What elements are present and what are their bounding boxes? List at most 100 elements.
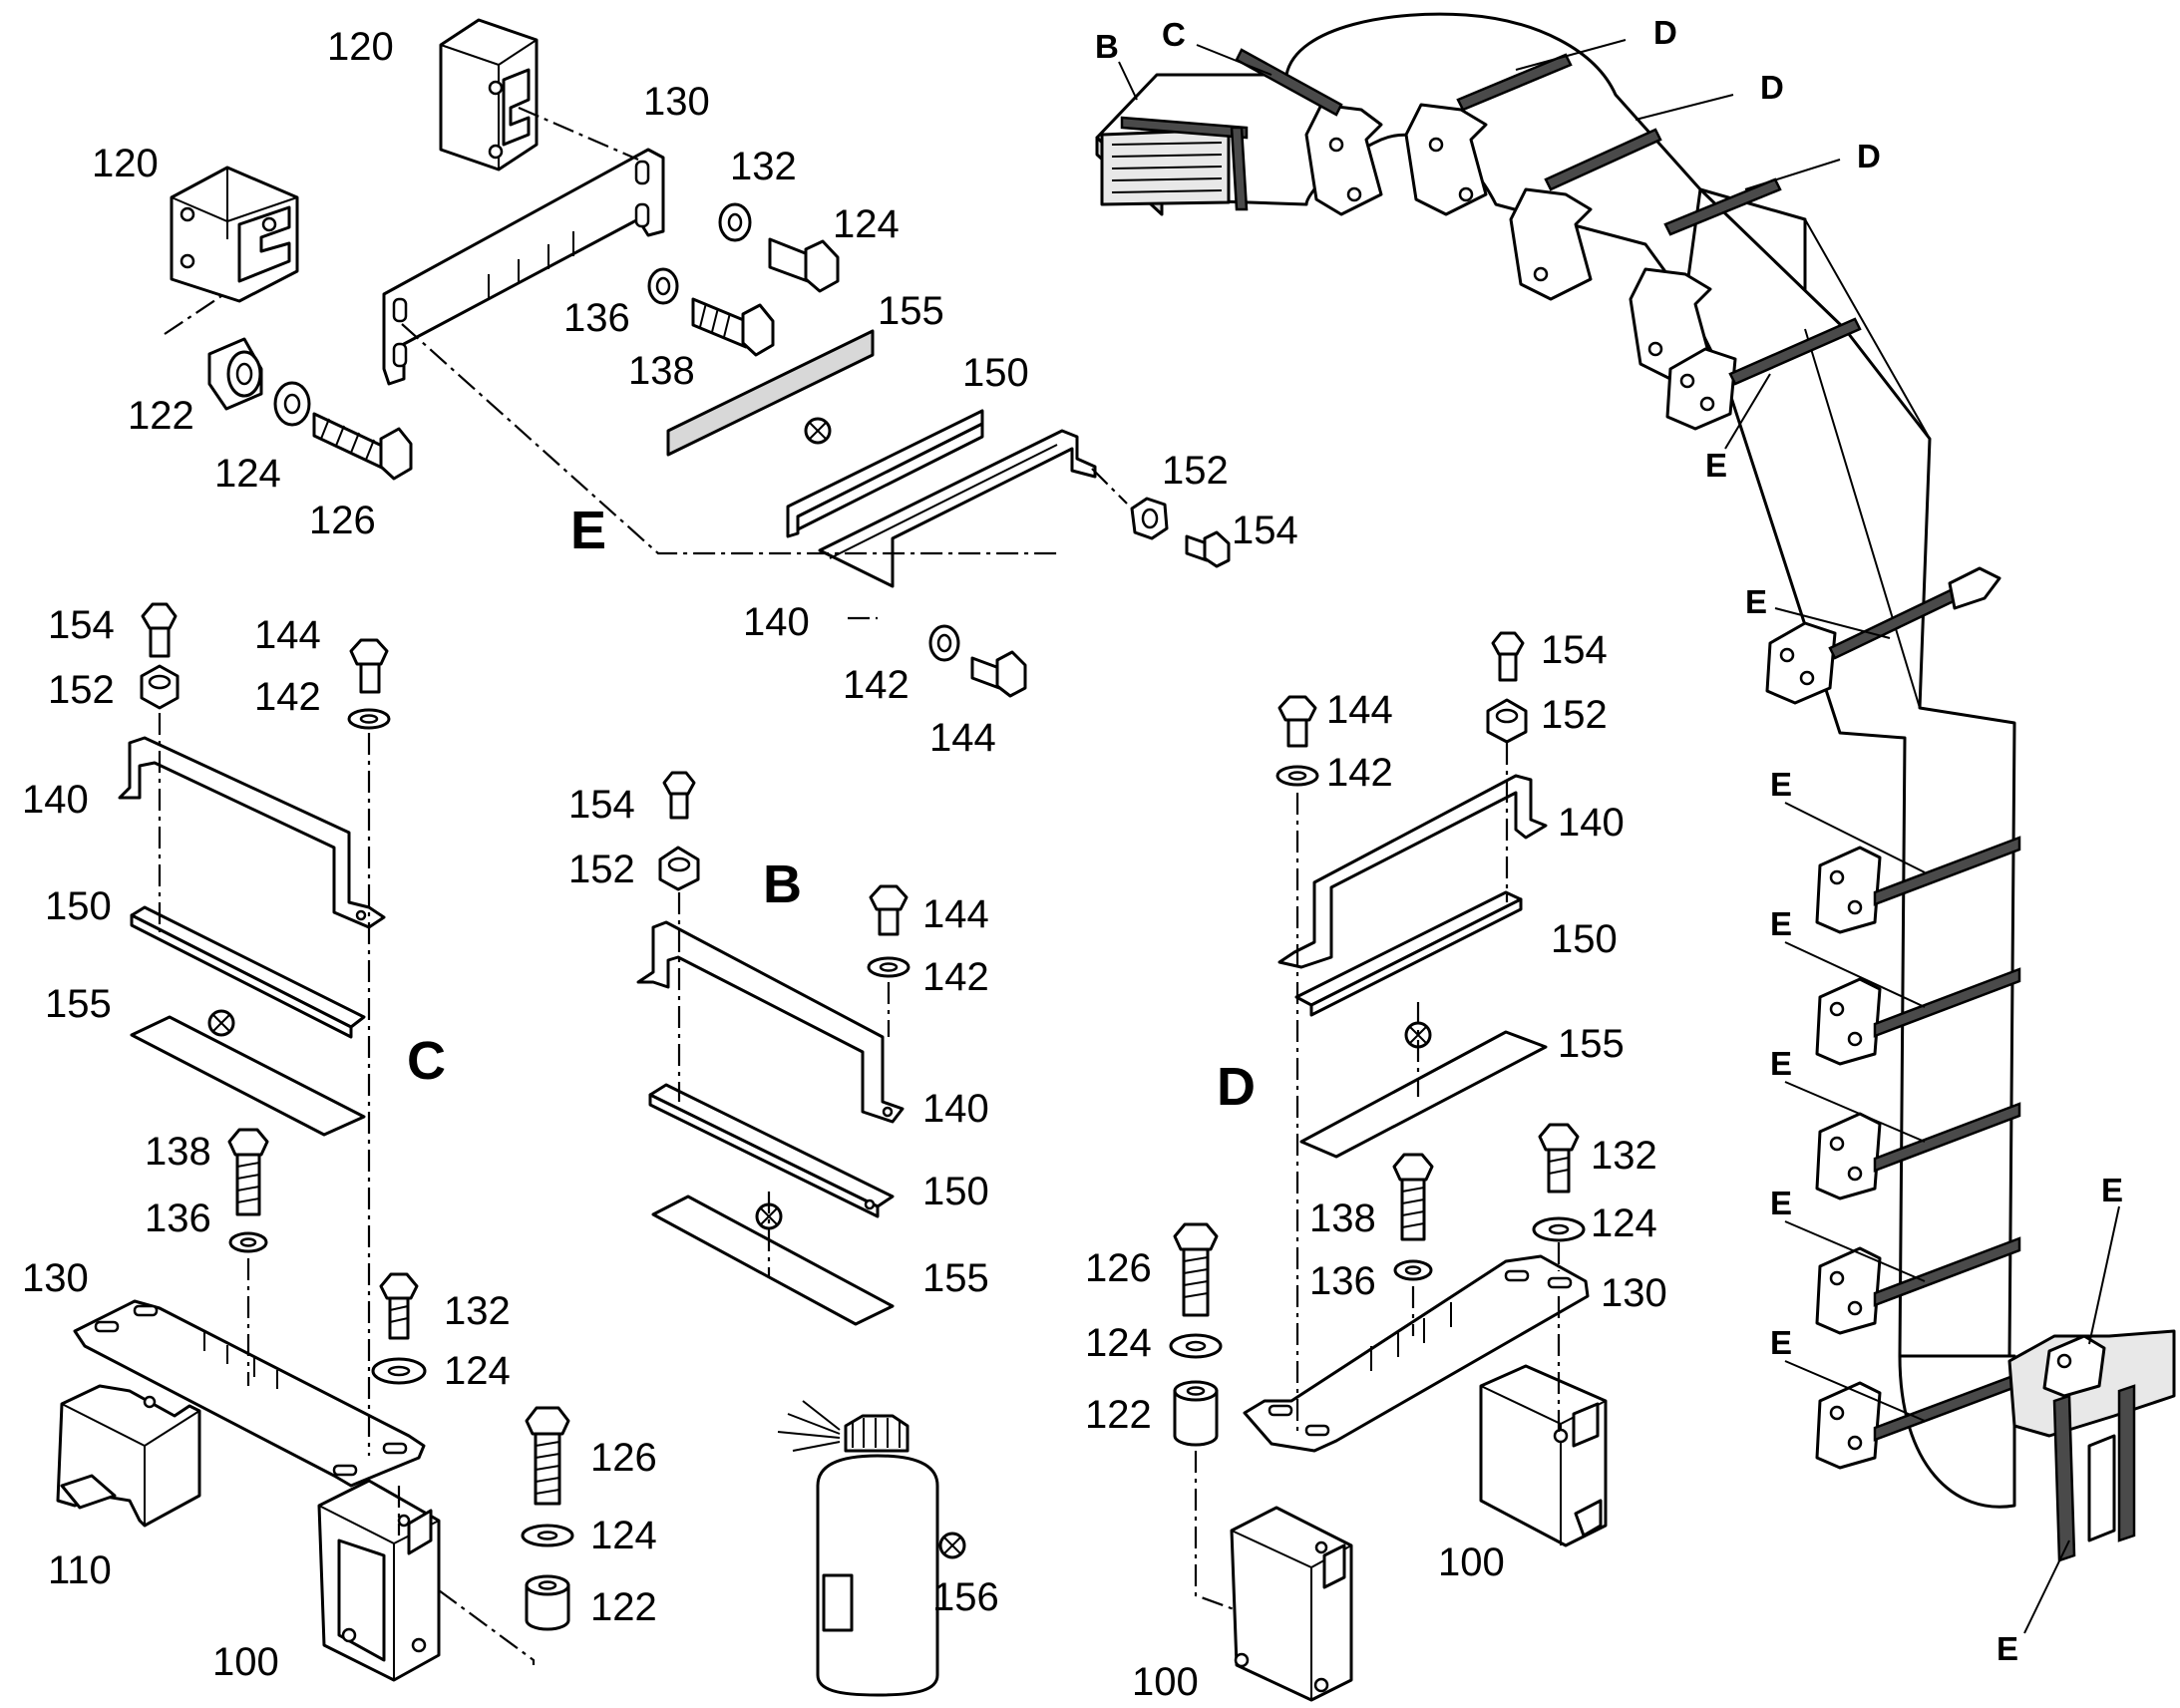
callout-126-s: 126 [590,1436,657,1480]
clamp-e-mid [1765,566,2001,705]
callout-154-a: 154 [1232,509,1298,552]
bolt-138-d [1392,1153,1434,1241]
bolt-154-b [662,771,696,820]
callout-136-c: 136 [145,1196,211,1240]
washer-136-d [1393,1259,1433,1281]
callout-124-s: 124 [590,1514,657,1557]
callout-155-b: 155 [922,1256,989,1300]
callout-136-d: 136 [1309,1259,1376,1303]
callout-124-c: 124 [444,1349,511,1393]
pad-155-b [651,1195,895,1326]
nut-152-d [1486,698,1528,744]
callout-130-c: 130 [22,1256,89,1300]
section-letter-d: D [1217,1057,1256,1117]
callout-142-a: 142 [843,663,909,707]
callout-138-a: 138 [628,349,695,393]
channel-150-upper [786,409,984,538]
callout-110-c: 110 [48,1548,112,1592]
callout-150-a: 150 [962,351,1029,395]
tag-c: C [1162,16,1186,53]
section-d-group [1169,631,1608,1702]
callout-144-c: 144 [254,613,321,657]
bolt-124-upper-right [768,237,840,293]
callout-124-d2: 124 [1085,1321,1152,1365]
callout-122-d: 122 [1085,1393,1152,1437]
callout-150-d: 150 [1551,917,1618,961]
section-letter-e: E [570,501,606,560]
strap-d-top [1456,53,1782,236]
callout-100-c: 100 [212,1640,279,1684]
callout-155-c: 155 [45,982,112,1026]
spacer-122-upper [207,337,263,411]
callout-152-d: 152 [1541,693,1608,737]
callout-120-a: 120 [327,25,394,69]
washer-124-lower [521,1524,574,1547]
callout-120-b: 120 [92,142,159,185]
clamp-e-upper [1665,317,1862,431]
callout-144-b: 144 [922,892,989,936]
callout-136-a: 136 [563,296,630,340]
sealant-symbol-156 [938,1532,966,1559]
pad-155-upper [666,329,875,457]
tag-d-2: D [1760,69,1784,106]
callout-142-c: 142 [254,675,321,719]
sealant-symbol-c [207,1009,235,1037]
tag-e-5: E [1770,1045,1792,1082]
washer-124-d [1532,1216,1586,1242]
tag-d-3: D [1857,138,1881,174]
bolt-132-d [1538,1123,1580,1194]
nut-152-b [658,846,700,891]
washer-124-d2 [1169,1333,1223,1359]
section-c-group [56,602,536,1682]
tag-e-4: E [1770,905,1792,942]
callout-150-b: 150 [922,1170,989,1213]
tag-e-3: E [1770,766,1792,803]
callout-124-b: 124 [214,452,281,496]
duct-assembly [1095,12,2176,1562]
channel-150-d [1294,890,1523,1017]
callout-152-c: 152 [48,668,115,712]
bolt-144-d [1277,695,1317,748]
washer-142-d [1275,765,1319,787]
tag-e-1: E [1705,447,1727,484]
assembly-tags: B C D D D E E E E E E E E E [1095,14,2123,1667]
callout-130-d: 130 [1601,1271,1667,1315]
bracket-100-c [317,1479,441,1682]
callout-138-c: 138 [145,1130,211,1174]
bracket-120-upper [439,18,539,171]
callout-154-c: 154 [48,603,115,647]
section-letter-c: C [407,1031,446,1091]
callout-100-d-right: 100 [1438,1540,1505,1584]
callout-142-b: 142 [922,955,989,999]
callout-labels: 120 130 120 132 124 136 155 138 150 122 … [22,25,1667,1704]
tag-e-9: E [1997,1630,2018,1667]
callout-154-b: 154 [568,783,635,827]
channel-150-c [130,905,366,1039]
callout-100-d-lower: 100 [1132,1660,1199,1704]
callout-152-a: 152 [1162,449,1229,493]
bracket-110-c [56,1384,201,1528]
washer-142-upper [928,624,960,662]
washer-136-upper [647,267,679,305]
callout-132-a: 132 [730,145,797,188]
tag-e-7: E [1770,1324,1792,1361]
bracket-120-left [170,166,299,303]
washer-142-c [347,708,391,730]
callout-155-a: 155 [878,289,944,333]
bolt-154-c [141,602,178,658]
callout-132-d: 132 [1591,1134,1657,1178]
bolt-126-d [1173,1222,1219,1317]
callout-154-d: 154 [1541,628,1608,672]
spacer-122-lower [525,1574,570,1631]
sealant-symbol-e [804,417,832,445]
bracket-140-d [1277,774,1548,969]
callout-130-a: 130 [643,80,710,124]
bracket-100-d-right [1479,1364,1608,1547]
tag-b: B [1095,28,1119,65]
section-e-group [164,18,1231,698]
pad-155-d [1299,1030,1548,1159]
fastener-stack-lower [521,1406,574,1631]
bolt-126-upper [312,412,413,481]
washer-124-c [371,1357,427,1385]
